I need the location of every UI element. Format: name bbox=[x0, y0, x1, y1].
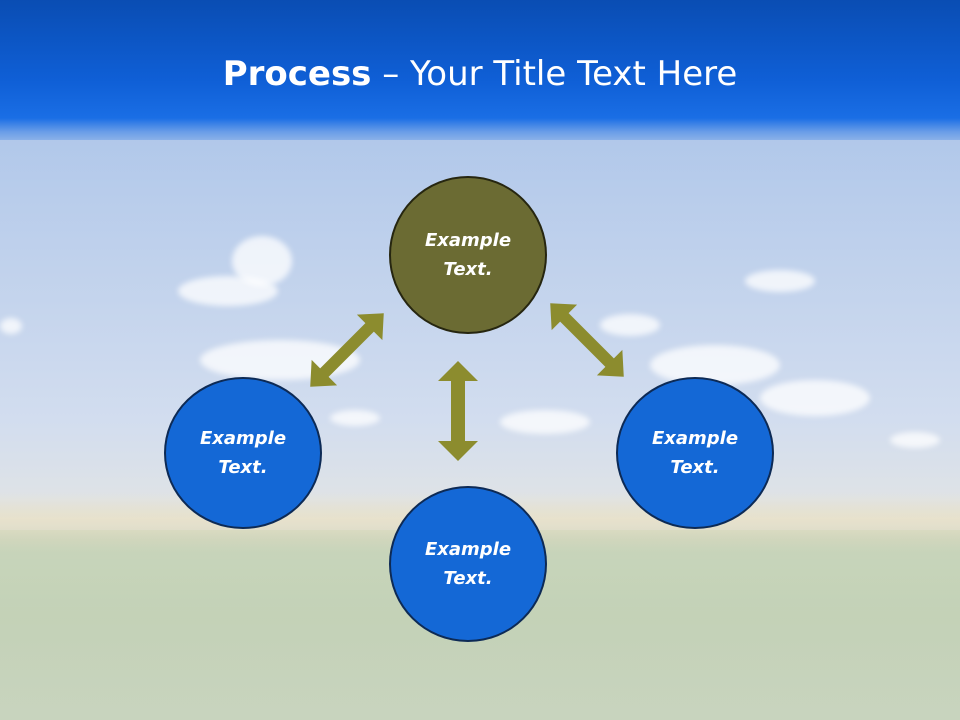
node-bottom: Example Text. bbox=[389, 486, 547, 642]
cloud bbox=[650, 345, 780, 385]
cloud bbox=[330, 410, 380, 426]
title-bar bbox=[0, 0, 960, 140]
double-arrow-left bbox=[310, 313, 384, 387]
title-bold: Process bbox=[222, 54, 372, 94]
node-left: Example Text. bbox=[164, 377, 322, 529]
node-bottom-label: Example Text. bbox=[424, 539, 512, 589]
node-top-label: Example Text. bbox=[424, 230, 512, 280]
cloud bbox=[890, 432, 940, 448]
node-top: Example Text. bbox=[389, 176, 547, 334]
cloud bbox=[232, 236, 292, 286]
cloud bbox=[600, 314, 660, 336]
cloud bbox=[0, 318, 22, 334]
node-left-label: Example Text. bbox=[199, 428, 287, 478]
node-right: Example Text. bbox=[616, 377, 774, 529]
cloud bbox=[745, 270, 815, 292]
cloud bbox=[760, 380, 870, 416]
double-arrow-right bbox=[550, 303, 624, 377]
cloud bbox=[500, 410, 590, 434]
page-title: Process – Your Title Text Here bbox=[0, 52, 960, 96]
double-arrow-vertical bbox=[438, 361, 478, 461]
node-right-label: Example Text. bbox=[651, 428, 739, 478]
title-rest: – Your Title Text Here bbox=[371, 54, 738, 94]
